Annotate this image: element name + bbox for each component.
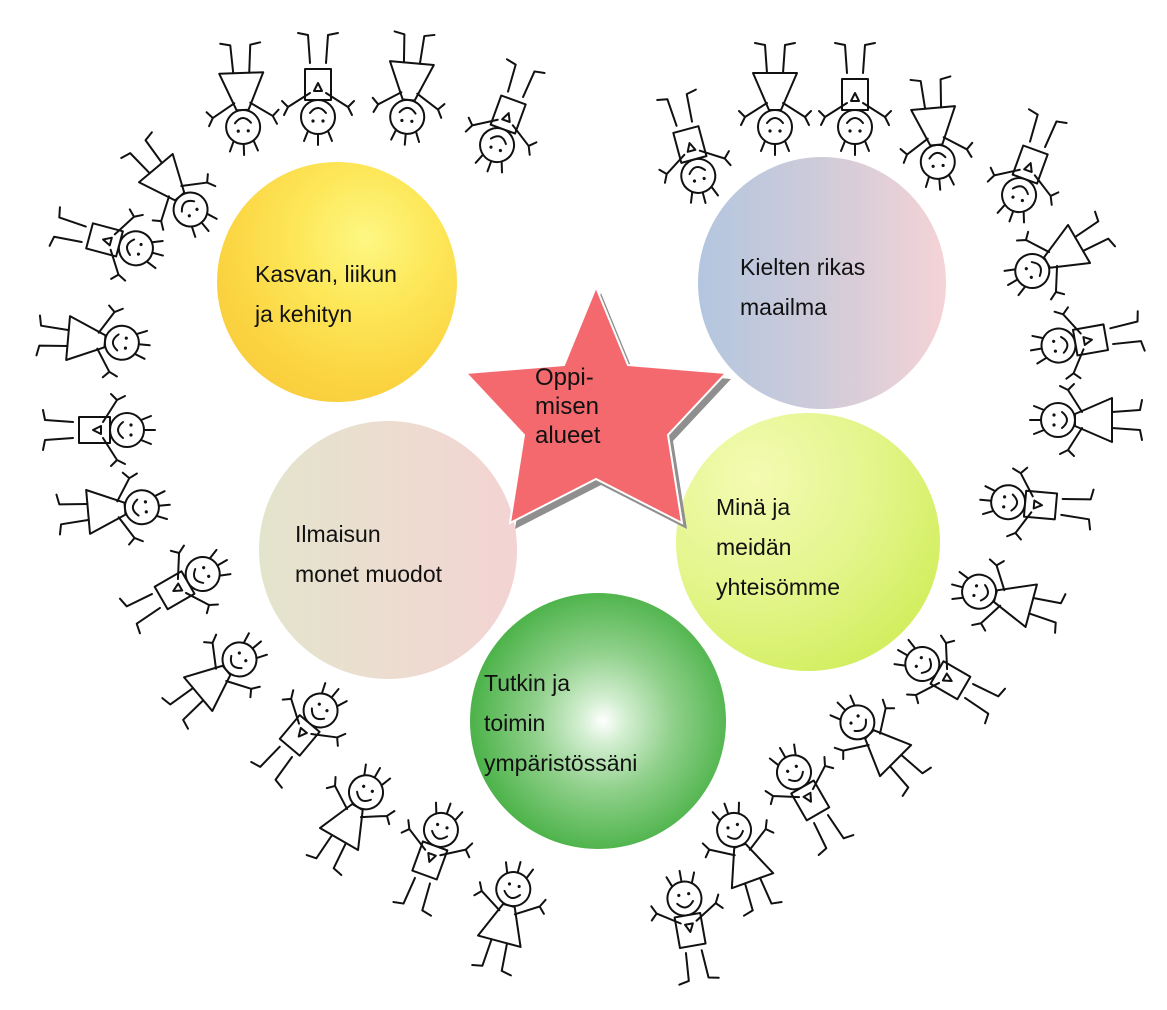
center-label: Oppi- misen alueet: [535, 364, 601, 449]
child-figure-icon: [764, 743, 855, 857]
child-figure-icon: [893, 634, 1007, 725]
child-figure-icon: [42, 393, 156, 467]
area-circle-tutkin: Tutkin ja toimin ympäristössäni: [470, 593, 726, 849]
child-figure-icon: [899, 75, 974, 191]
area-circle-kielten: Kielten rikas maailma: [698, 157, 946, 409]
area-label-kasvan: Kasvan, liikun ja kehityn: [255, 261, 397, 327]
child-figure-icon: [48, 206, 164, 282]
child-figure-icon: [55, 471, 171, 546]
child-figure-icon: [1029, 306, 1146, 380]
area-label-kielten: Kielten rikas maailma: [740, 254, 866, 320]
child-figure-icon: [951, 558, 1067, 634]
child-figure-icon: [161, 632, 268, 730]
child-figure-icon: [464, 58, 546, 174]
child-figure-icon: [656, 88, 732, 204]
child-figure-icon: [205, 41, 280, 156]
child-figure-icon: [392, 801, 474, 917]
child-figure-icon: [738, 42, 812, 156]
child-figure-icon: [305, 763, 396, 877]
star-shape: [463, 284, 729, 525]
child-figure-icon: [1029, 383, 1143, 457]
child-figure-icon: [1003, 210, 1117, 301]
child-figure-icon: [118, 544, 232, 635]
area-circle-ilmaisun: Ilmaisun monet muodot: [259, 421, 517, 679]
child-figure-icon: [120, 131, 218, 238]
child-figure-icon: [281, 32, 355, 146]
child-figure-icon: [250, 682, 348, 789]
center-star: Oppi- misen alueet: [450, 275, 740, 545]
child-figure-icon: [471, 861, 547, 977]
child-figure-icon: [650, 869, 724, 986]
area-label-ilmaisun: Ilmaisun monet muodot: [295, 521, 443, 587]
child-figure-icon: [979, 466, 1095, 541]
child-figure-icon: [35, 304, 151, 379]
star-icon: [463, 284, 731, 529]
child-figure-icon: [371, 30, 446, 146]
child-figure-icon: [818, 42, 892, 156]
area-circle-kasvan: Kasvan, liikun ja kehityn: [217, 162, 457, 402]
child-figure-icon: [986, 108, 1068, 224]
area-circle-mina: Minä ja meidän yhteisömme: [676, 413, 940, 671]
child-figure-icon: [829, 694, 932, 797]
area-label-tutkin: Tutkin ja toimin ympäristössäni: [484, 670, 638, 776]
child-figure-icon: [701, 801, 783, 917]
area-label-mina: Minä ja meidän yhteisömme: [716, 494, 840, 600]
